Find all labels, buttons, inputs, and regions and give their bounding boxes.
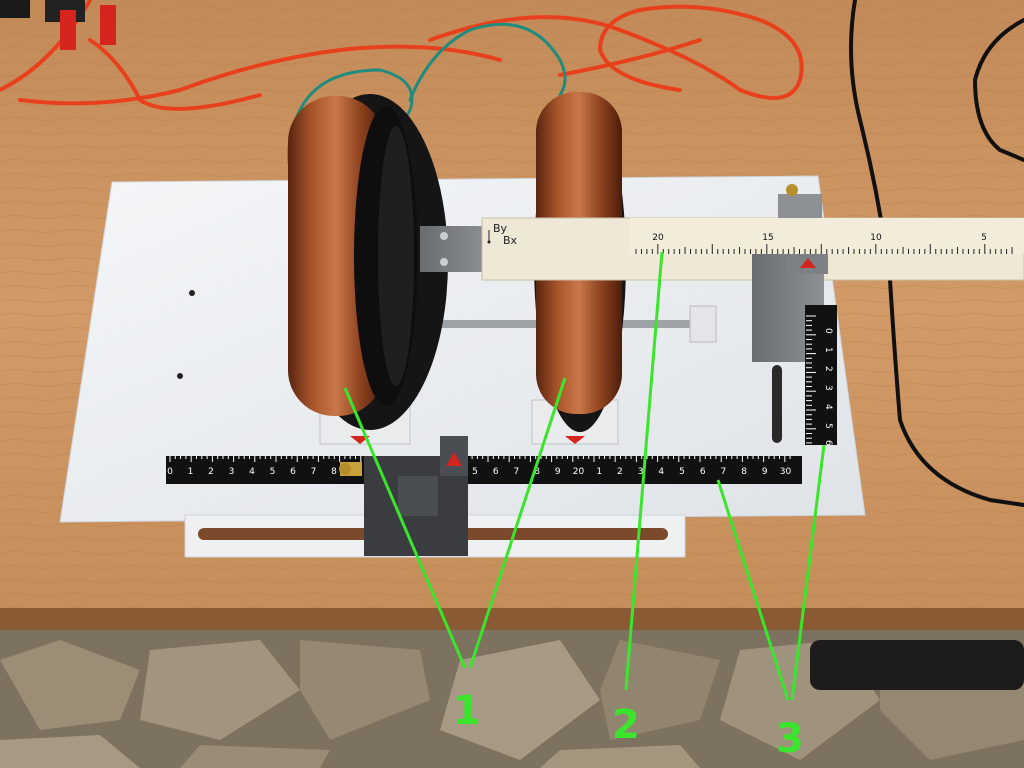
- coil-scale-digit: 6: [493, 467, 499, 477]
- vertical-scale-digit: 0: [823, 328, 833, 334]
- coil-scale-digit: 6: [290, 467, 296, 477]
- coil-scale-right-digits: 5 6 7 8 9 20 1 2 3 4 5 6 7 8 9 30: [472, 467, 791, 477]
- coil-scale-digit: 2: [617, 467, 623, 477]
- probe-by-label: By: [493, 222, 508, 235]
- vertical-scale-digit: 2: [823, 366, 833, 372]
- coil-scale-digit: 3: [229, 467, 235, 477]
- callout-label-1: 1: [453, 688, 481, 734]
- coil-scale-digit: 3: [638, 467, 644, 477]
- vertical-scale-digit: 5: [823, 423, 833, 429]
- coil-scale-digit: 5: [472, 467, 478, 477]
- probe-scale-label: 10: [870, 233, 882, 243]
- coil-scale-digit: 4: [658, 467, 664, 477]
- coil-scale-digit: 7: [514, 467, 520, 477]
- coil-scale-digit: 2: [208, 467, 214, 477]
- coil-scale-digit: 7: [721, 467, 727, 477]
- coil-scale-digit: 7: [311, 467, 317, 477]
- probe-label: By Bx: [487, 222, 518, 247]
- coil-scale-digit: 0: [167, 467, 173, 477]
- coil-scale-digit: 8: [331, 467, 337, 477]
- coil-scale-digit: 20: [573, 467, 585, 477]
- vertical-scale-digit: 3: [823, 385, 833, 391]
- vertical-scale-digits: 0 1 2 3 4 5 6: [823, 328, 833, 446]
- coil-scale-digit: 4: [249, 467, 255, 477]
- probe-arm: [420, 217, 1024, 281]
- vertical-scale: [805, 305, 837, 445]
- callout-label-3: 3: [776, 716, 804, 762]
- coil-scale-digit: 8: [741, 467, 747, 477]
- vertical-scale-digit: 1: [823, 347, 833, 353]
- coil-scale-digit: 8: [534, 467, 540, 477]
- callout-lines: [343, 251, 826, 701]
- plug-connectors: [0, 0, 116, 50]
- probe-scale-labels: 20 15 10 5: [652, 233, 987, 243]
- red-wires: [0, 0, 804, 111]
- coil-distance-scale: [166, 456, 802, 484]
- coil-scale-digit: 5: [270, 467, 276, 477]
- carpet-floor: [0, 630, 1024, 768]
- vertical-scale-digit: 6: [823, 440, 833, 446]
- vertical-slot: [772, 365, 782, 443]
- coil-scale-digit: 1: [188, 467, 194, 477]
- table-edge: [0, 608, 1024, 632]
- probe-bx-label: Bx: [503, 234, 518, 247]
- coil-scale-digit: 5: [679, 467, 685, 477]
- vertical-scale-digit: 4: [823, 404, 833, 410]
- probe-scale: [635, 244, 1013, 254]
- coil-scale-digit: 1: [596, 467, 602, 477]
- coil-scale-digit: 9: [762, 467, 768, 477]
- callout-label-2: 2: [612, 702, 640, 748]
- probe-scale-label: 15: [762, 233, 773, 243]
- probe-scale-label: 20: [652, 233, 664, 243]
- coil-scale-digit: 9: [555, 467, 561, 477]
- probe-scale-label: 5: [981, 233, 987, 243]
- coil-scale-digit: 6: [700, 467, 706, 477]
- coil-scale-digit: 30: [780, 467, 792, 477]
- coil-left: [288, 94, 448, 445]
